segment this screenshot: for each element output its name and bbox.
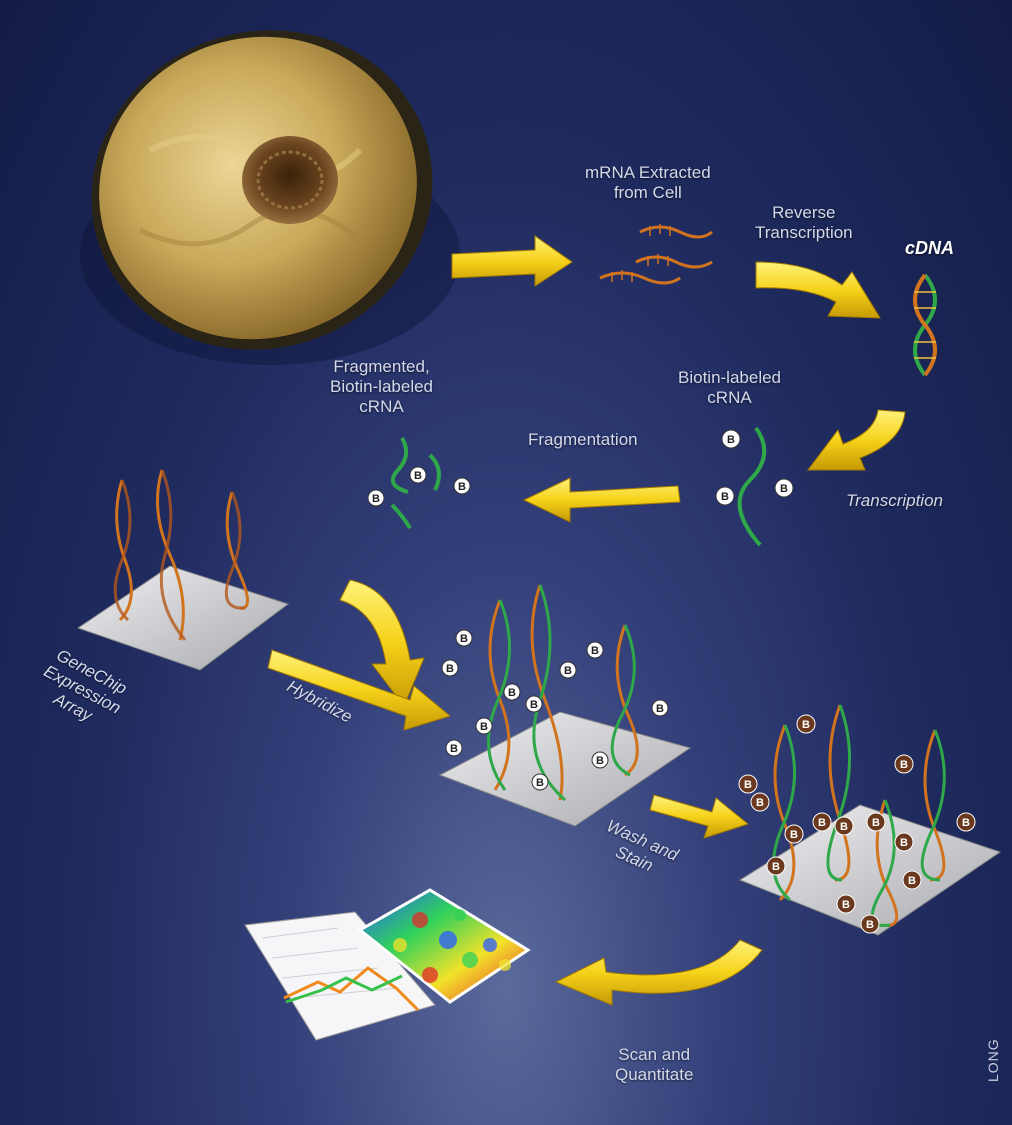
stained-biotin-marker: B [840,821,848,833]
heatmap-sheet [357,888,531,1004]
biotin-marker: B [656,703,664,715]
biotin-marker: B [372,493,380,505]
fragmented-crna: B B B [367,436,471,530]
arrow-scan [554,939,763,1006]
stained-biotin-marker: B [900,837,908,849]
stained-biotin-marker: B [866,919,874,931]
stained-biotin-marker: B [756,797,764,809]
arrow-transcription [807,409,906,471]
stained-biotin-marker: B [842,899,850,911]
scan-results [244,888,531,1041]
arrow-fragmentation [522,477,681,523]
biotin-marker: B [458,481,466,493]
arrow-hybridize [267,649,452,731]
mrna-strands [599,224,713,285]
biotin-marker: B [414,470,422,482]
label-fragmentation: Fragmentation [528,430,638,449]
stained-biotin-marker: B [744,779,752,791]
arrow-reverse-transcription [755,261,881,319]
label-biotin-labeled-crna: Biotin-labeled cRNA [678,368,782,407]
biotin-crna: B B B [715,426,794,547]
biotin-marker: B [536,777,544,789]
label-reverse-transcription: Reverse Transcription [755,203,853,242]
cdna-helix [913,273,937,377]
arrow-cell-to-mrna [451,235,573,287]
stained-biotin-marker: B [900,759,908,771]
cell-illustration [80,30,460,365]
genechip-array [76,469,290,671]
label-transcription: Transcription [846,491,943,510]
stained-biotin-marker: B [872,817,880,829]
hybridized-chip: B B B B B B B B B B B [438,584,692,827]
biotin-marker: B [780,483,788,495]
stained-chip: B B B B B B B B B B B B B B [738,704,1002,936]
label-fragmented-crna: Fragmented, Biotin-labeled cRNA [330,357,434,416]
stained-biotin-marker: B [802,719,810,731]
label-mrna-extracted: mRNA Extracted from Cell [585,163,711,202]
biotin-marker: B [450,743,458,755]
stained-biotin-marker: B [772,861,780,873]
biotin-marker: B [446,663,454,675]
stained-biotin-marker: B [818,817,826,829]
line-graph-sheet [244,911,436,1041]
biotin-marker: B [721,491,729,503]
stained-biotin-marker: B [790,829,798,841]
biotin-marker: B [460,633,468,645]
biotin-marker: B [564,665,572,677]
biotin-marker: B [508,687,516,699]
biotin-marker: B [727,434,735,446]
nucleus [242,136,338,224]
biotin-marker: B [530,699,538,711]
stained-biotin-marker: B [962,817,970,829]
artist-watermark: LONG [985,1038,1001,1082]
biotin-marker: B [591,645,599,657]
biotin-marker: B [596,755,604,767]
label-scan-and-quantitate: Scan and Quantitate [615,1045,694,1084]
label-cdna: cDNA [905,238,955,258]
biotin-marker: B [480,721,488,733]
stained-biotin-marker: B [908,875,916,887]
arrow-wash-stain [649,794,750,839]
